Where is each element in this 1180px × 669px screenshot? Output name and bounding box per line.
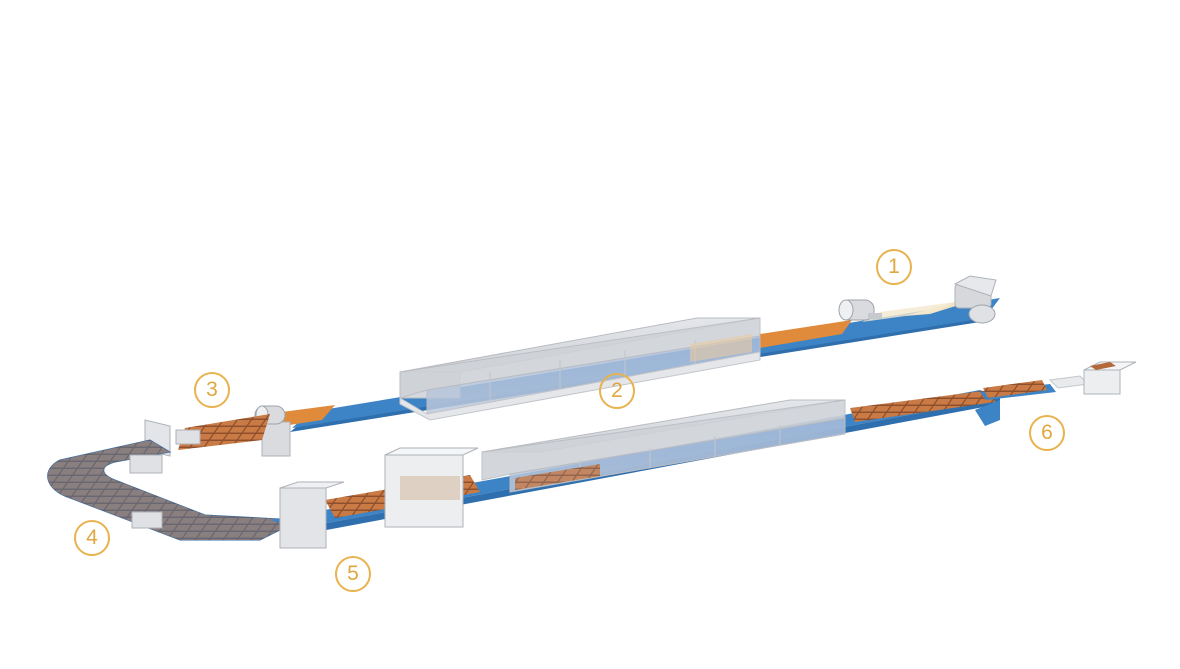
topping-unit <box>279 481 345 549</box>
dough-sheet-upper <box>760 320 852 348</box>
step-marker-6: 6 <box>1029 415 1065 451</box>
sheeting-roller <box>838 299 882 321</box>
step-ring <box>876 249 912 285</box>
step-label: 3 <box>206 378 218 401</box>
step-label: 1 <box>888 255 900 278</box>
step-ring <box>74 520 110 556</box>
dough-feeder <box>953 275 997 324</box>
step-marker-3: 3 <box>194 372 230 408</box>
step-ring <box>194 372 230 408</box>
step-marker-5: 5 <box>335 556 371 592</box>
packaging-section <box>975 361 1137 426</box>
step-label: 2 <box>611 379 623 402</box>
baking-oven <box>481 399 846 493</box>
step-marker-2: 2 <box>599 373 635 409</box>
packed-products <box>983 380 1047 398</box>
step-marker-4: 4 <box>74 520 110 556</box>
depositor <box>384 447 479 528</box>
packaging-box <box>1083 369 1121 395</box>
step-marker-1: 1 <box>876 249 912 285</box>
step-ring <box>1029 415 1065 451</box>
step-label: 4 <box>86 526 98 549</box>
cutter-station <box>144 405 291 457</box>
step-ring <box>599 373 635 409</box>
proofing-tunnel <box>399 317 761 421</box>
curved-conveyor <box>47 439 302 541</box>
step-ring <box>335 556 371 592</box>
step-label: 5 <box>347 562 359 585</box>
step-label: 6 <box>1041 421 1053 444</box>
